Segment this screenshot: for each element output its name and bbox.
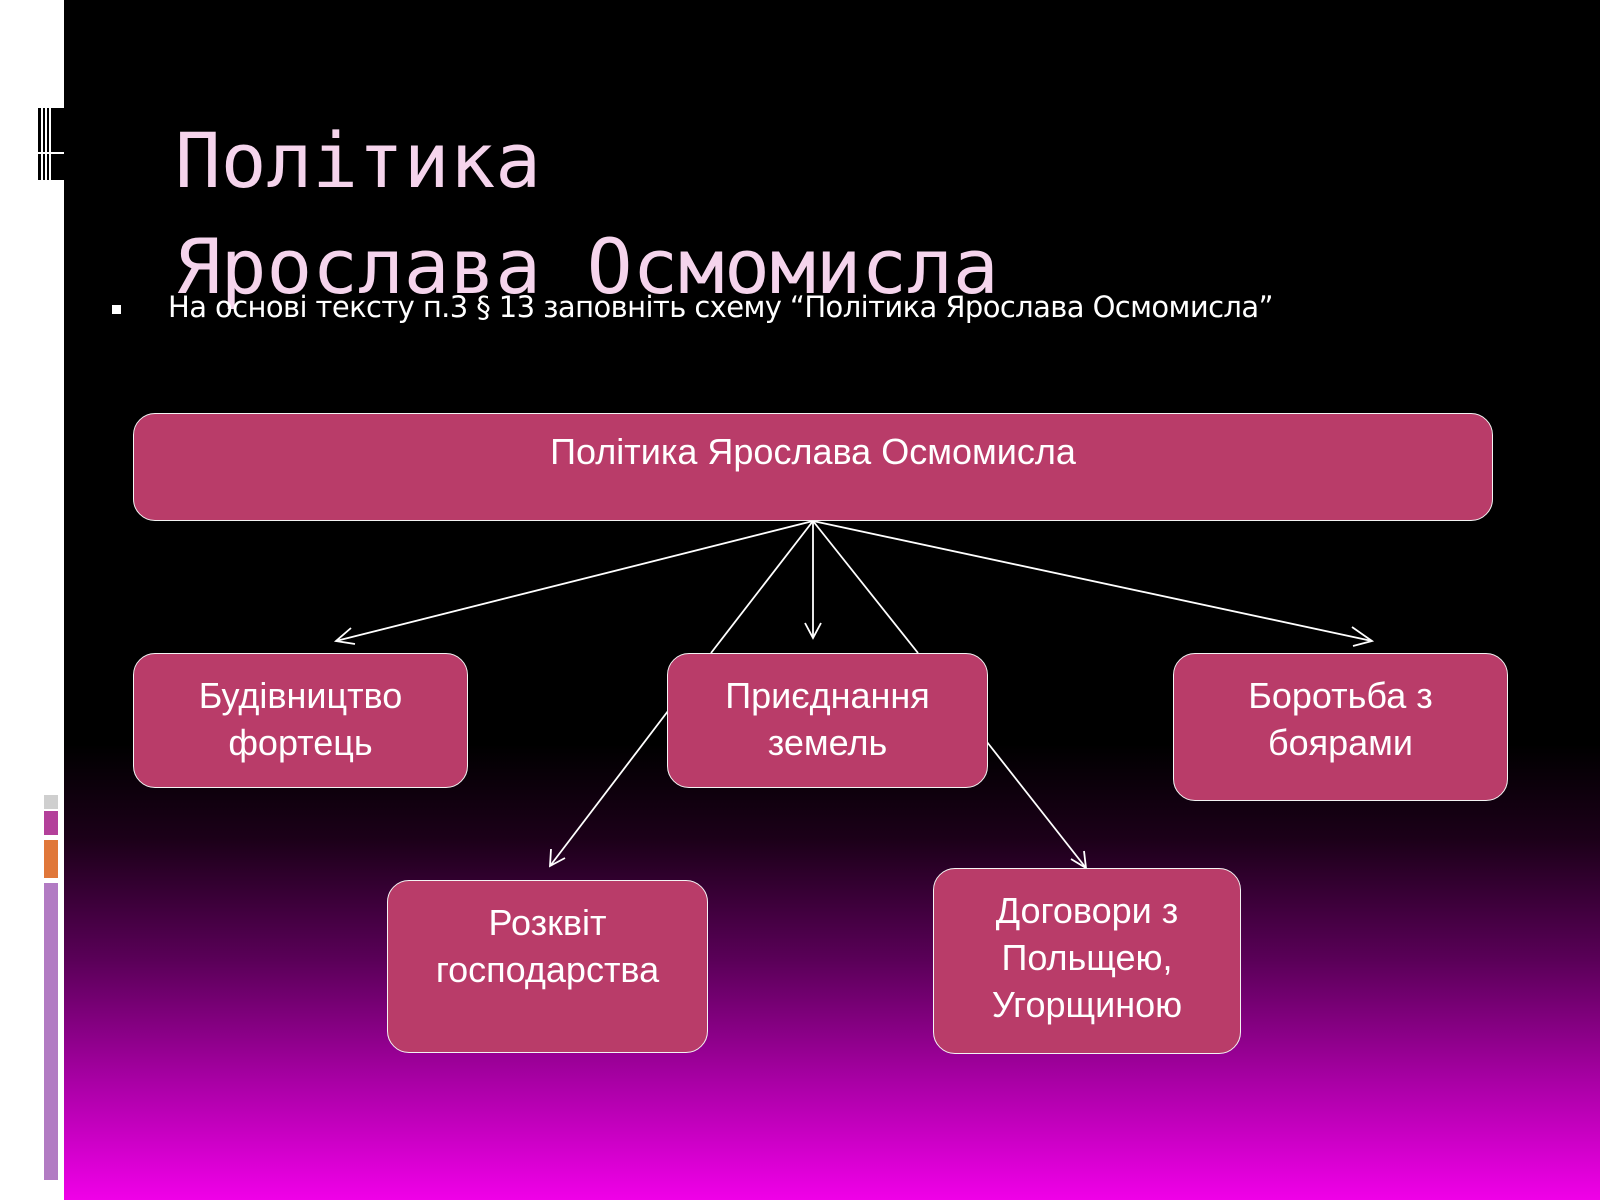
node-lands-line1: Приєднання — [725, 675, 930, 716]
node-lands: Приєднання земель — [667, 653, 988, 788]
title-line-2: Ярослава Осмомисла — [175, 222, 999, 311]
node-root: Політика Ярослава Осмомисла — [133, 413, 1493, 521]
node-forts-line2: фортець — [228, 722, 373, 763]
decor-bar-magenta — [44, 811, 58, 835]
node-lands-line2: земель — [767, 722, 888, 763]
node-boyars-line2: боярами — [1267, 722, 1414, 763]
slide-title: Політика Ярослава Осмомисла — [175, 108, 999, 320]
node-economy-line1: Розквіт — [488, 902, 607, 943]
node-boyars-line1: Боротьба з — [1248, 675, 1433, 716]
node-treaties-line3: Угорщиною — [991, 984, 1183, 1025]
node-treaties-line2: Польщею, — [1001, 937, 1173, 978]
node-treaties: Договори з Польщею, Угорщиною — [933, 868, 1241, 1054]
title-line-1: Політика — [175, 116, 542, 205]
decor-bar-gray — [44, 795, 58, 809]
left-decor-strip — [0, 0, 64, 1200]
node-economy-line2: господарства — [435, 949, 660, 990]
bullet-text: На основі тексту п.3 § 13 заповніть схем… — [168, 290, 1274, 324]
decor-bar-purple — [44, 883, 58, 1180]
decor-bar-orange — [44, 840, 58, 878]
node-forts-line1: Будівництво — [198, 675, 403, 716]
decor-bars-top — [38, 108, 64, 180]
node-treaties-line1: Договори з — [995, 890, 1179, 931]
node-boyars: Боротьба з боярами — [1173, 653, 1508, 801]
node-economy: Розквіт господарства — [387, 880, 708, 1053]
node-root-label: Політика Ярослава Осмомисла — [550, 431, 1076, 472]
bullet-marker — [112, 305, 121, 314]
node-forts: Будівництво фортець — [133, 653, 468, 788]
